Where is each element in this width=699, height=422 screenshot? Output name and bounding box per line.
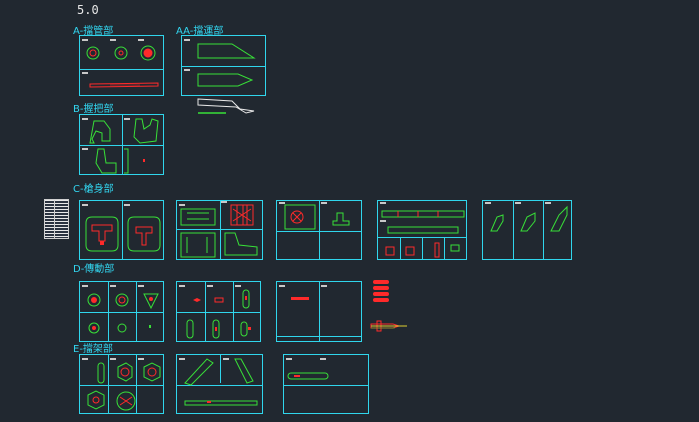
sheet-c2-drawing [179, 201, 258, 258]
sheet-e1[interactable] [79, 354, 164, 414]
section-c-title: C-槍身部 [73, 184, 114, 195]
spring-and-pin-drawing [370, 280, 407, 332]
section-aa-title: AA-擋運部 [176, 26, 224, 37]
sheet-divider [277, 231, 361, 232]
sheet-divider [177, 385, 262, 386]
sheet-d3-drawing [279, 285, 327, 300]
sheet-a1-drawing [82, 39, 159, 88]
sheet-divider [284, 385, 368, 386]
version-label: 5.0 [77, 3, 99, 17]
sheet-divider [277, 336, 361, 337]
sheet-c5-drawing [485, 202, 568, 232]
sheet-divider [543, 201, 544, 259]
sheet-c2[interactable] [176, 200, 263, 260]
section-a-title: A-擋管部 [73, 26, 114, 37]
sheet-d3[interactable] [276, 281, 362, 342]
sheet-c1-drawing [82, 204, 161, 252]
sheet-divider [513, 201, 514, 259]
sheet-d1[interactable] [79, 281, 164, 342]
section-b-title: B-握把部 [73, 104, 114, 115]
sheet-divider [205, 282, 206, 341]
sheet-c1[interactable] [79, 200, 164, 260]
sheet-e3-drawing [286, 358, 329, 380]
sheet-divider [319, 282, 320, 341]
sheet-divider [80, 69, 163, 70]
sheet-divider [177, 312, 260, 313]
sheet-divider [108, 355, 109, 413]
sheet-divider [444, 237, 445, 259]
sheet-divider [177, 229, 262, 230]
section-d-title: D-傳動部 [73, 264, 115, 275]
sheet-c5[interactable] [482, 200, 572, 260]
sheet-divider [400, 237, 401, 259]
sheet-divider [122, 115, 123, 174]
sheet-c3-drawing [279, 202, 350, 230]
sheet-d2[interactable] [176, 281, 261, 342]
sheet-divider [108, 282, 109, 341]
sheet-divider [136, 355, 137, 413]
sheet-c4-drawing [380, 202, 465, 258]
sheet-a1[interactable] [79, 35, 164, 96]
sheet-aa1-drawing [184, 39, 256, 87]
sheet-c3[interactable] [276, 200, 362, 260]
sheet-divider [422, 237, 423, 259]
sheet-e2-drawing [179, 358, 258, 406]
parts-list-table[interactable] [44, 199, 69, 239]
sheet-divider [182, 66, 265, 67]
sheet-c4[interactable] [377, 200, 467, 260]
section-e-title: E-擋架部 [73, 344, 113, 355]
sheet-d2-drawing [179, 285, 251, 339]
sheet-divider [80, 312, 163, 313]
sheet-e3[interactable] [283, 354, 369, 414]
sheet-e1-drawing [82, 358, 161, 411]
sheet-divider [80, 385, 163, 386]
sheet-divider [136, 282, 137, 341]
sheet-e2[interactable] [176, 354, 263, 414]
sheet-divider [122, 201, 123, 259]
aa-profile-drawing [197, 98, 255, 114]
sheet-aa1[interactable] [181, 35, 266, 96]
sheet-divider [319, 201, 320, 259]
sheet-d1-drawing [82, 285, 159, 334]
sheet-divider [220, 201, 221, 259]
sheet-divider [80, 145, 163, 146]
sheet-divider [220, 355, 221, 383]
sheet-b1-drawing [82, 118, 159, 174]
sheet-b1[interactable] [79, 114, 164, 175]
sheet-divider [233, 282, 234, 341]
